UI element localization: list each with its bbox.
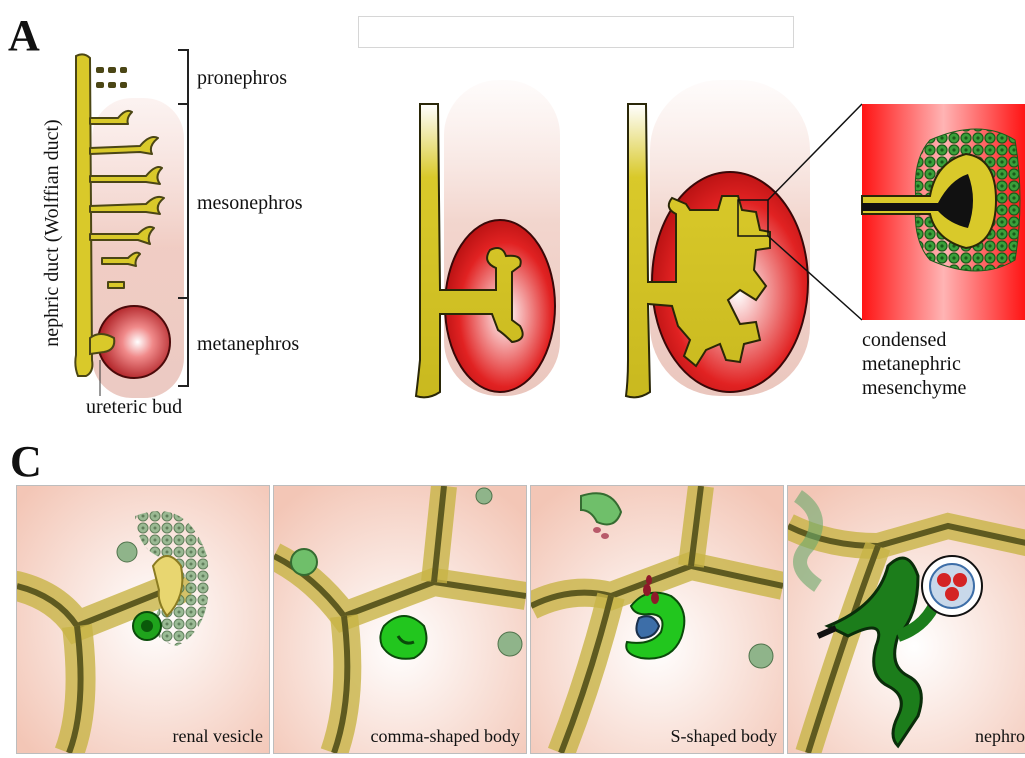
s-body-drawing <box>531 486 783 753</box>
stage-pane-nephron: nephron <box>787 485 1025 754</box>
panel-c-letter: C <box>10 440 42 484</box>
stage-caption: renal vesicle <box>173 727 263 745</box>
stage-caption: nephron <box>975 727 1025 745</box>
stage-pane-s-shaped-body: S-shaped body <box>530 485 784 754</box>
label-condensed-mesenchyme: condensed metanephric mesenchyme <box>862 328 1022 400</box>
stage-pane-comma-shaped-body: comma-shaped body <box>273 485 527 754</box>
comma-body-drawing <box>274 486 526 753</box>
renal-vesicle-drawing <box>17 486 269 753</box>
stage-pane-renal-vesicle: renal vesicle <box>16 485 270 754</box>
stage-caption: S-shaped body <box>671 727 778 745</box>
stage-caption: comma-shaped body <box>371 727 520 745</box>
nephron-drawing <box>788 486 1025 753</box>
